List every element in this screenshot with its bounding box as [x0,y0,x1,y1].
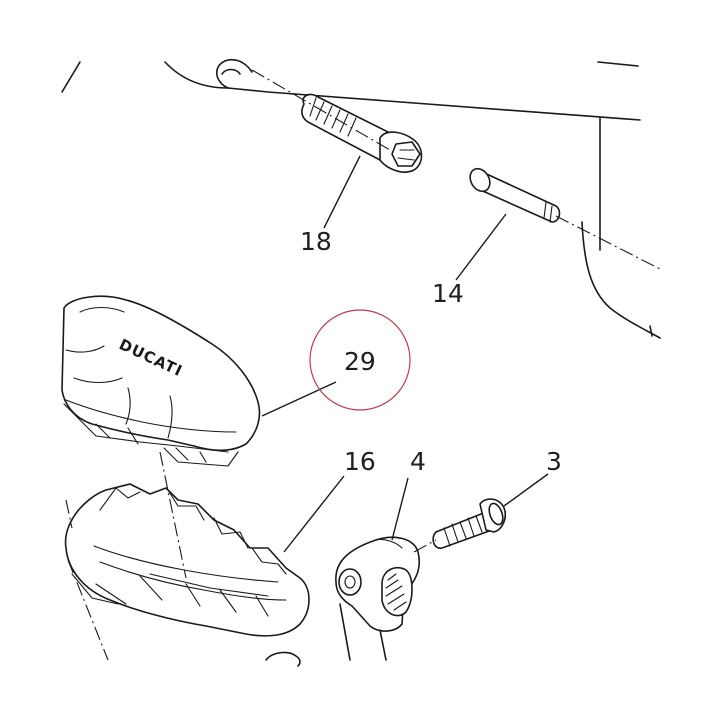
callout-29: 29 [344,347,376,376]
leader-lines [261,155,549,553]
callout-4: 4 [410,447,426,476]
rubber-cover-29: DUCATI [61,295,261,467]
frame-bracket [61,58,661,339]
callout-14: 14 [432,279,464,308]
callout-3: 3 [546,447,562,476]
highlight-circle [309,309,411,411]
fragment-bottom [265,651,301,667]
lever-4 [335,536,420,661]
pin-14 [469,167,561,223]
footpeg-16 [64,483,310,637]
bolt-18 [301,93,423,173]
callout-16: 16 [344,447,376,476]
callout-18: 18 [300,227,332,256]
screw-3 [432,498,507,549]
